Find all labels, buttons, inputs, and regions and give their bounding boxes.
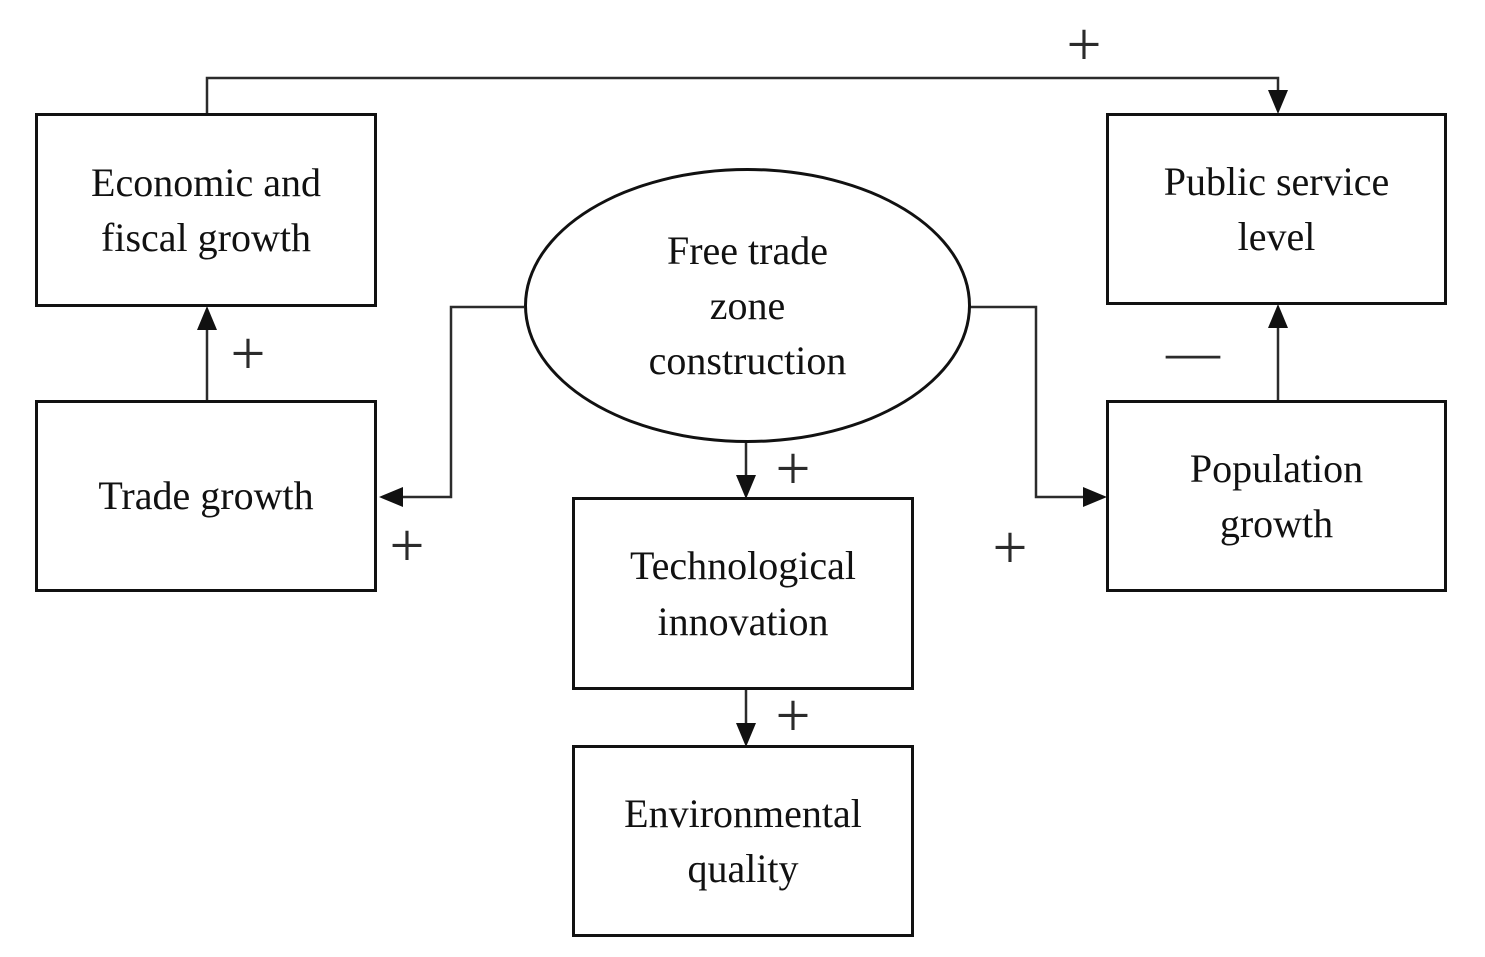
sign-tech-to-environment: +	[775, 682, 811, 750]
arrowhead-center-to-trade	[379, 487, 403, 507]
node-population-growth: Population growth	[1106, 400, 1447, 592]
node-free-trade-zone-construction: Free trade zone construction	[524, 168, 971, 443]
arrowhead-population-to-public-service	[1268, 304, 1288, 328]
node-environmental-quality-label: Environmental quality	[624, 790, 862, 891]
sign-economic-to-public-service: +	[1066, 11, 1102, 79]
node-public-service-level: Public service level	[1106, 113, 1447, 305]
node-economic-fiscal-growth-label: Economic and fiscal growth	[91, 159, 321, 260]
connector-economic-to-public-service	[205, 76, 1280, 113]
arrowhead-tech-to-environment	[736, 723, 756, 747]
node-trade-growth-label: Trade growth	[98, 473, 314, 519]
arrowhead-economic-to-public-service	[1268, 90, 1288, 114]
node-public-service-level-label: Public service level	[1163, 158, 1390, 259]
sign-trade-to-economic: +	[230, 320, 266, 388]
sign-population-to-public-service: —	[1166, 322, 1220, 382]
connector-center-to-trade	[400, 305, 524, 499]
node-economic-fiscal-growth: Economic and fiscal growth	[35, 113, 377, 307]
arrowhead-center-to-population	[1083, 487, 1107, 507]
node-trade-growth: Trade growth	[35, 400, 377, 592]
node-free-trade-zone-construction-label: Free trade zone construction	[648, 227, 847, 384]
sign-center-to-tech: +	[775, 435, 811, 503]
arrowhead-trade-to-economic	[197, 306, 217, 330]
arrowhead-center-to-tech	[736, 475, 756, 499]
node-environmental-quality: Environmental quality	[572, 745, 914, 937]
node-population-growth-label: Population growth	[1189, 445, 1364, 546]
node-technological-innovation: Technological innovation	[572, 497, 914, 690]
sign-center-to-population: +	[992, 514, 1028, 582]
connector-center-to-population	[969, 305, 1086, 499]
node-technological-innovation-label: Technological innovation	[630, 543, 856, 644]
sign-center-to-trade: +	[389, 512, 425, 580]
